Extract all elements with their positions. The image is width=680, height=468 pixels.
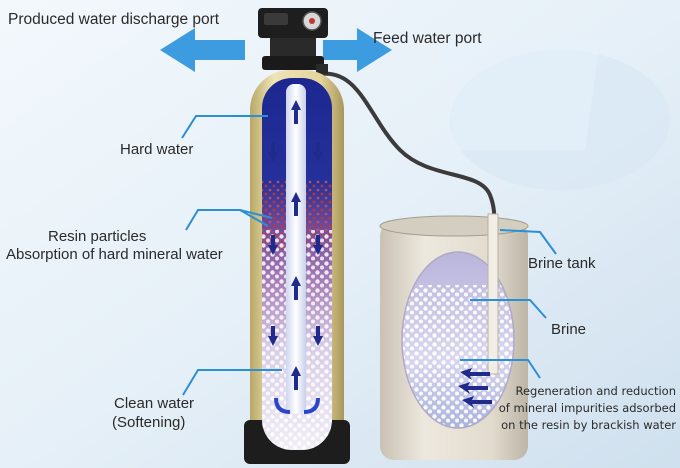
label-softening: (Softening) — [112, 414, 185, 431]
leader-resin-b — [239, 209, 269, 227]
label-hard-water: Hard water — [120, 141, 193, 158]
regeneration-arrows — [458, 368, 492, 408]
control-valve — [258, 8, 328, 74]
background-water-glass — [440, 40, 600, 150]
label-regeneration-line1: Regeneration and reduction — [515, 384, 676, 398]
leader-brine-tank — [499, 229, 557, 255]
bottom-flow-arrows — [274, 397, 320, 414]
label-clean-water: Clean water — [114, 395, 194, 412]
brine-tank-rim — [379, 215, 529, 237]
leader-regeneration — [460, 359, 541, 379]
label-regeneration-line2: of mineral impurities adsorbed — [499, 401, 676, 415]
label-feed-water-port: Feed water port — [373, 30, 482, 47]
label-regeneration-line3: on the resin by brackish water — [501, 418, 676, 432]
leader-lines — [181, 115, 557, 396]
leader-brine — [470, 299, 547, 319]
feed-port-arrow — [323, 28, 392, 72]
label-resin-particles: Resin particles — [48, 228, 146, 245]
downflow-arrows — [268, 142, 323, 346]
leader-hard-water — [181, 115, 268, 139]
label-produced-water-discharge-port: Produced water discharge port — [8, 11, 220, 28]
brine-pickup-tube — [487, 213, 499, 375]
upflow-arrows — [291, 100, 301, 390]
leader-resin-a — [185, 209, 273, 231]
label-brine-tank: Brine tank — [528, 255, 596, 272]
brine-chamber-outline — [401, 251, 515, 429]
discharge-port-arrow — [160, 28, 245, 72]
riser-tube — [286, 84, 306, 414]
label-absorption: Absorption of hard mineral water — [6, 246, 223, 263]
brine-hose — [320, 71, 497, 232]
leader-clean-water — [182, 369, 282, 396]
label-brine: Brine — [551, 321, 586, 338]
